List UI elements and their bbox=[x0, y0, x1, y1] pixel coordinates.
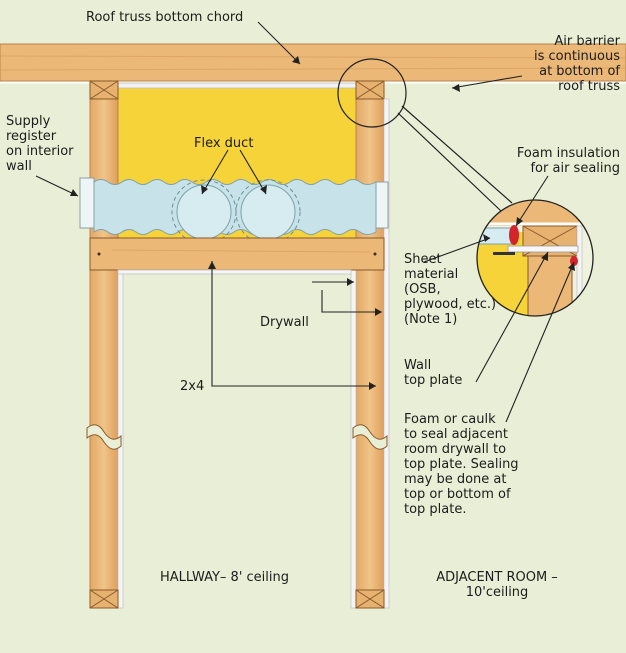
nail-head bbox=[373, 252, 377, 256]
plate-cross bbox=[355, 589, 385, 609]
foam-insulation-label: Foam insulation for air sealing bbox=[516, 146, 620, 176]
air-barrier-label: Air barrier is continuous at bottom of r… bbox=[533, 34, 620, 94]
stud-break-mark bbox=[86, 424, 122, 450]
nail-head bbox=[97, 252, 101, 256]
left-wall-stud bbox=[89, 80, 119, 609]
plate-cross bbox=[89, 589, 119, 609]
truss-grain bbox=[0, 55, 626, 59]
right-drywall-room bbox=[383, 98, 390, 609]
roof-truss-chord bbox=[0, 43, 626, 82]
plate-cross bbox=[355, 80, 385, 100]
air-barrier-strip bbox=[117, 82, 357, 89]
truss-grain bbox=[0, 67, 626, 71]
flex-duct bbox=[93, 179, 377, 235]
register-boot bbox=[375, 181, 389, 229]
hall-ceiling-drywall bbox=[117, 269, 352, 275]
header-2x4 bbox=[89, 237, 385, 271]
roof-truss-label: Roof truss bottom chord bbox=[86, 10, 244, 25]
right-drywall-hall bbox=[350, 269, 357, 609]
foam-caulk-label: Foam or caulk to seal adjacent room dryw… bbox=[404, 412, 519, 517]
supply-register-label: Supply register on interior wall bbox=[6, 114, 74, 174]
wall-top-plate-label: Wall top plate bbox=[404, 358, 463, 388]
adjacent-room-label: ADJACENT ROOM – 10'ceiling bbox=[436, 570, 558, 600]
magnifier-connector bbox=[401, 105, 513, 204]
detail-callout-circle bbox=[337, 58, 407, 128]
header-grain bbox=[111, 249, 371, 253]
leader-arrowheads bbox=[70, 56, 575, 390]
duct-cross-section bbox=[176, 184, 232, 240]
stud-break-mark bbox=[352, 424, 388, 450]
sheet-material-label: Sheet material (OSB, plywood, etc.) (Not… bbox=[404, 252, 497, 327]
drywall-label: Drywall bbox=[260, 315, 309, 330]
magnifier-connector bbox=[397, 112, 502, 212]
leader-lines bbox=[35, 21, 575, 423]
two-by-four-label: 2x4 bbox=[180, 379, 205, 394]
supply-register bbox=[79, 177, 95, 229]
plate-cross bbox=[89, 80, 119, 100]
left-drywall bbox=[117, 239, 124, 609]
duct-cross-section bbox=[240, 184, 296, 240]
hallway-label: HALLWAY– 8' ceiling bbox=[160, 570, 290, 585]
flex-duct-label: Flex duct bbox=[194, 136, 254, 151]
right-wall-stud bbox=[355, 80, 385, 609]
magnified-detail-border bbox=[476, 199, 594, 317]
